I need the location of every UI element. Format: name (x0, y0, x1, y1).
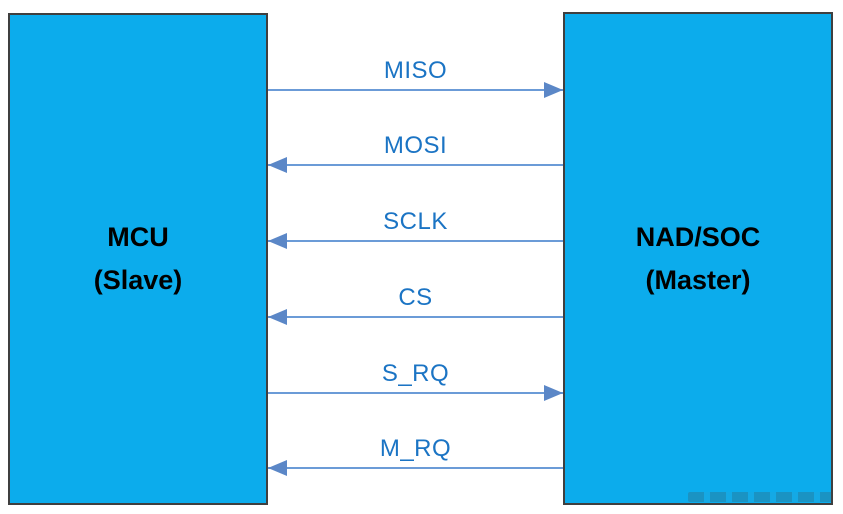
signal-label: CS (398, 284, 433, 311)
signal-mosi: MOSI (268, 124, 563, 173)
signal-s-rq: S_RQ (268, 352, 563, 401)
arrow-head-right-icon (544, 82, 563, 98)
signal-label: MISO (383, 57, 448, 84)
signal-cs: CS (268, 276, 563, 325)
signal-sclk: SCLK (268, 200, 563, 249)
arrow-line (268, 316, 563, 318)
signal-label: M_RQ (379, 435, 452, 462)
signal-m-rq: M_RQ (268, 427, 563, 476)
node-subtitle: (Master) (645, 264, 751, 295)
arrow-line (268, 467, 563, 469)
signal-label: SCLK (383, 208, 448, 235)
arrow-line (268, 89, 563, 91)
arrow-head-left-icon (268, 309, 287, 325)
signal-label: MOSI (383, 132, 448, 159)
node-title: MCU (107, 222, 169, 252)
signal-miso: MISO (268, 49, 563, 98)
arrow-head-right-icon (544, 385, 563, 401)
arrow-head-left-icon (268, 233, 287, 249)
node-mcu-slave: MCU (Slave) (8, 13, 268, 505)
arrow-head-left-icon (268, 460, 287, 476)
arrow-line (268, 164, 563, 166)
node-title: NAD/SOC (635, 221, 761, 252)
node-subtitle: (Slave) (93, 265, 183, 295)
arrow-line (268, 240, 563, 242)
arrow-head-left-icon (268, 157, 287, 173)
node-nad-soc-master: NAD/SOC (Master) (563, 12, 833, 505)
signal-label: S_RQ (381, 360, 450, 387)
arrow-line (268, 392, 563, 394)
